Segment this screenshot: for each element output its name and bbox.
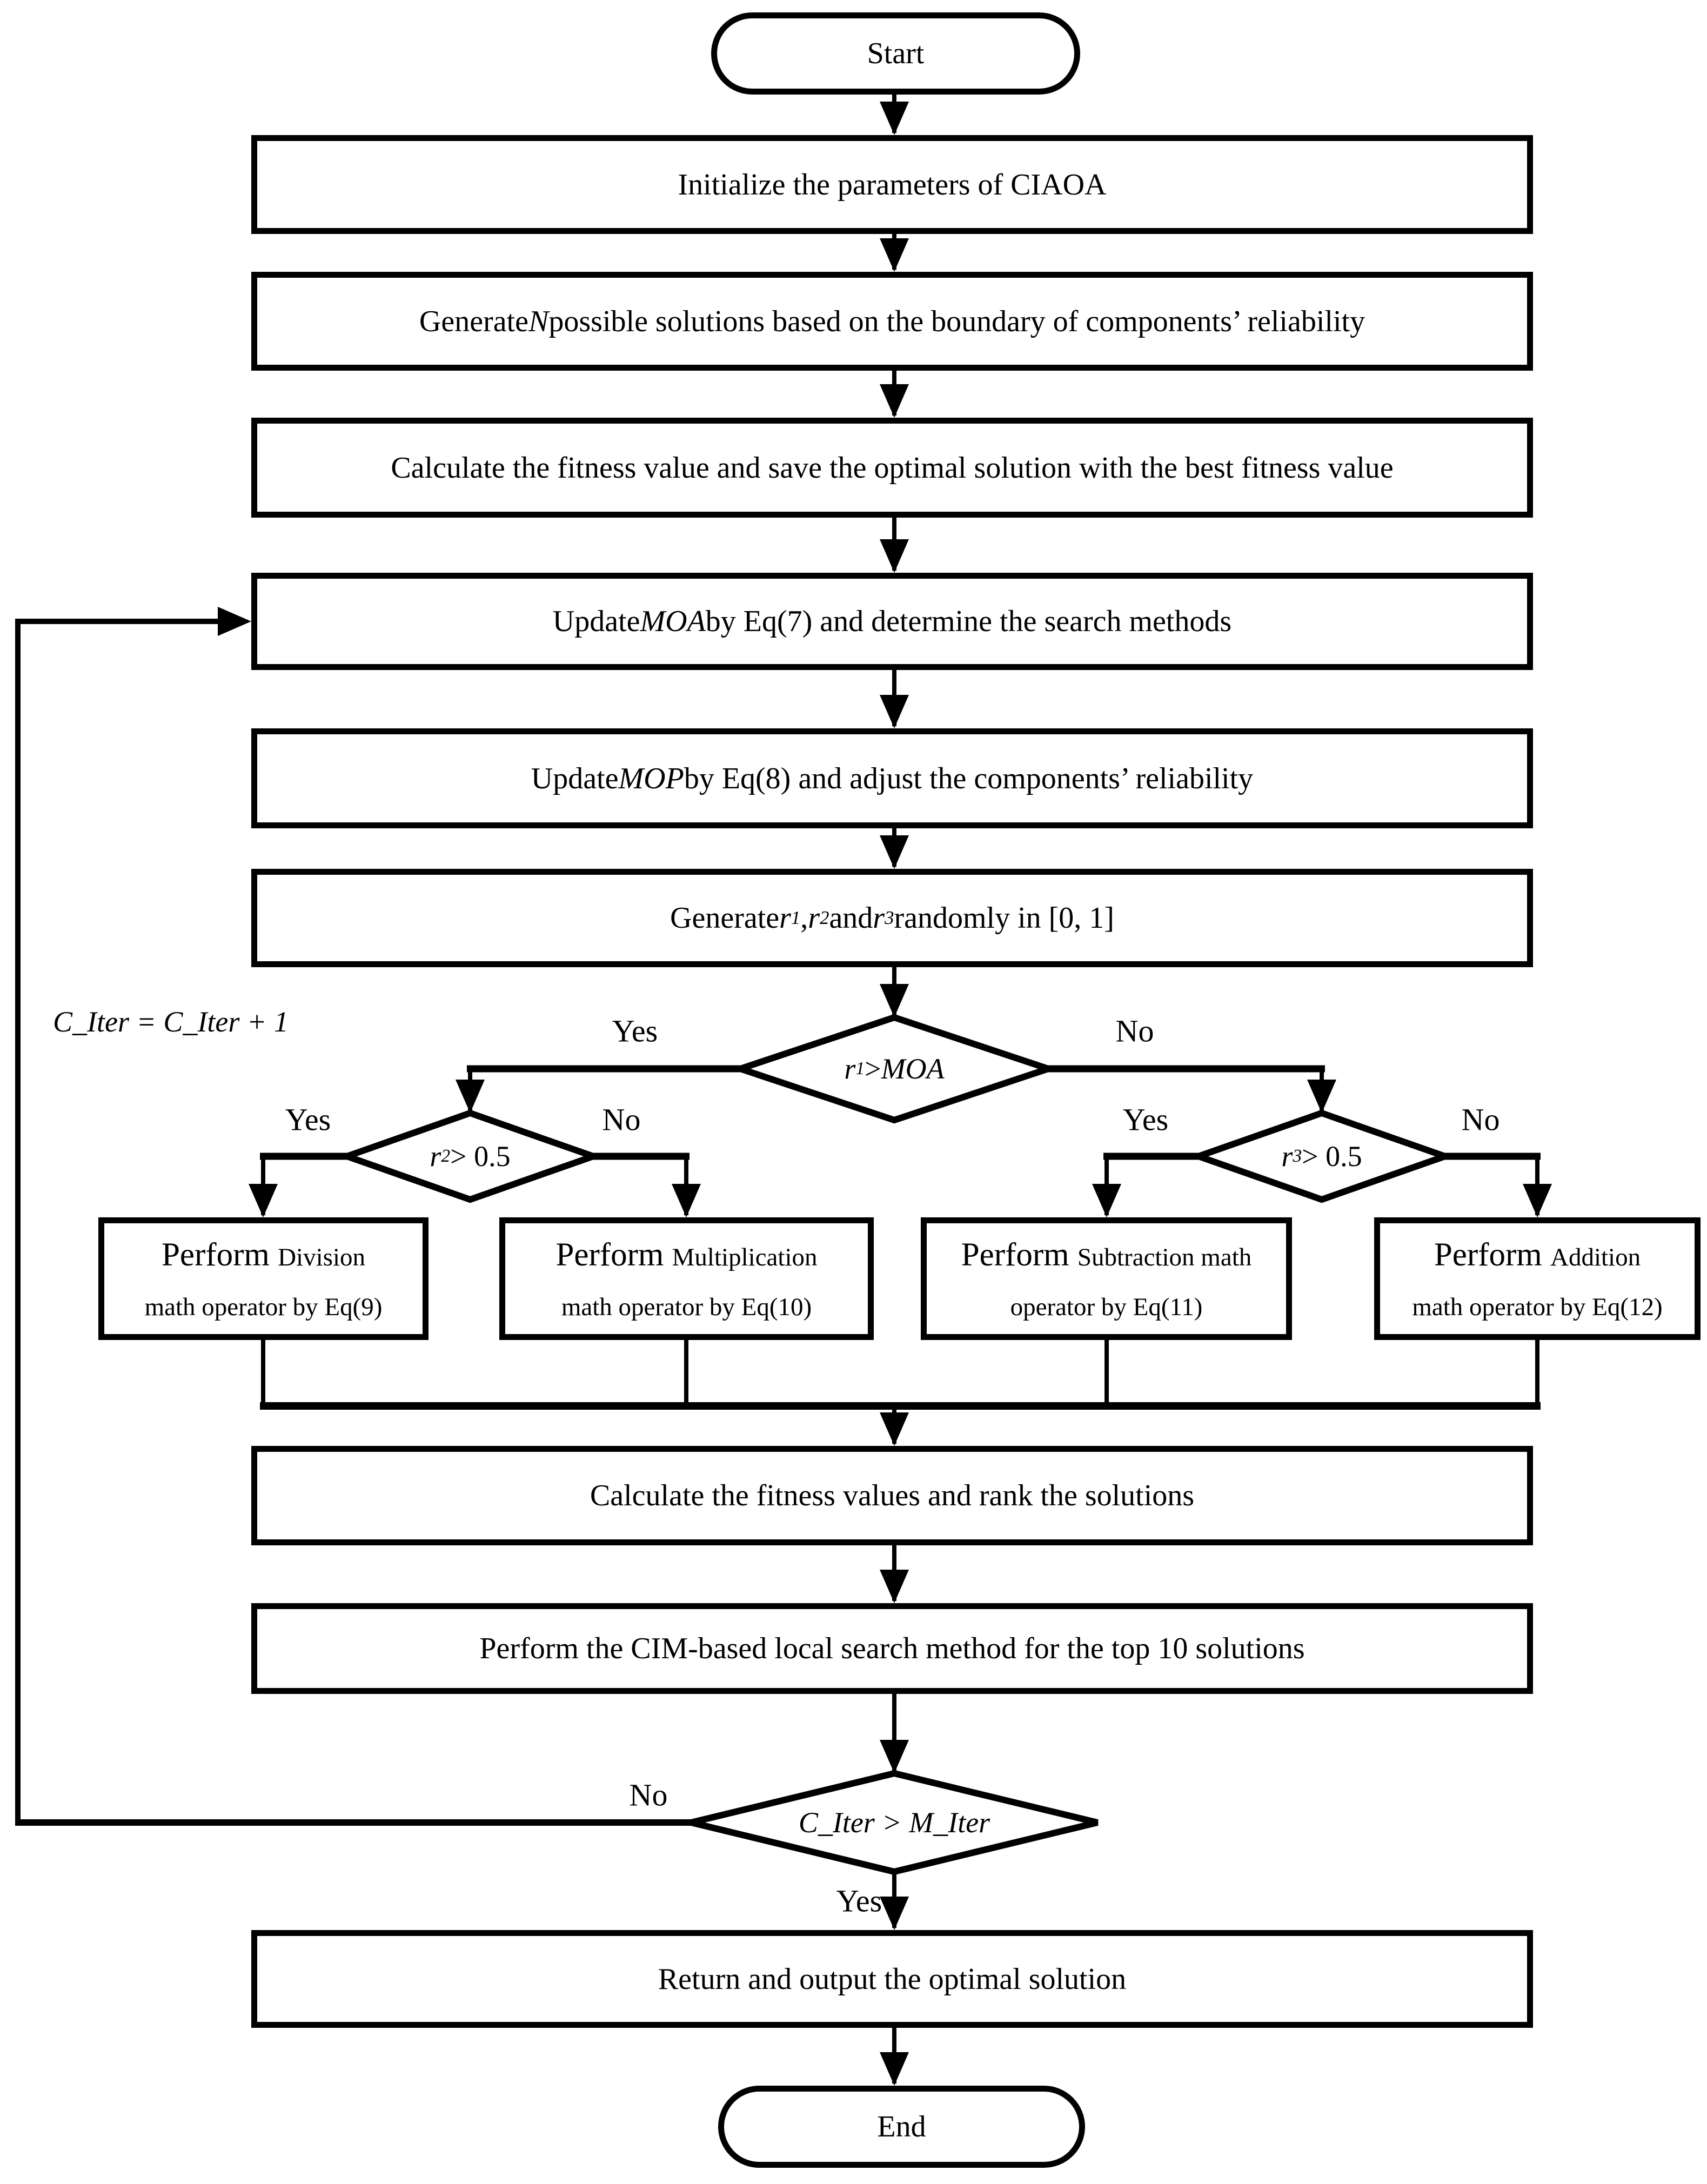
process-update-moa: Update MOA by Eq(7) and determine the se… [251,573,1533,670]
arrowhead [1523,1184,1552,1217]
arrowhead [456,1080,485,1113]
arrowhead [880,835,909,869]
process-calculate-fitness-rank: Calculate the fitness values and rank th… [251,1446,1533,1545]
arrowhead [1092,1184,1121,1217]
arrowhead [880,384,909,418]
arrowhead [880,984,909,1017]
process-perform-division: Perform Division math operator by Eq(9) [98,1217,429,1340]
arrowhead [672,1184,701,1217]
process-perform-addition: Perform Addition math operator by Eq(12) [1374,1217,1701,1340]
perform-multiplication-line1: Perform Multiplication [555,1236,818,1273]
label-r3-yes: Yes [1122,1102,1169,1137]
process-perform-subtraction: Perform Subtraction math operator by Eq(… [921,1217,1292,1340]
perform-subtraction-line1: Perform Subtraction math [961,1236,1252,1273]
arrowhead [880,539,909,573]
perform-subtraction-line2: operator by Eq(11) [1010,1292,1203,1321]
process-perform-multiplication: Perform Multiplication math operator by … [499,1217,874,1340]
arrowhead [1307,1080,1336,1113]
perform-division-line1: Perform Division [161,1236,366,1273]
arrowhead [880,2052,909,2086]
arrowhead [880,1412,909,1446]
arrowhead [880,1570,909,1603]
arrowhead [880,238,909,272]
decision-citer-label: C_Iter > M_Iter [798,1806,990,1839]
process-update-mop: Update MOP by Eq(8) and adjust the compo… [251,728,1533,828]
process-generate-solutions: Generate N possible solutions based on t… [251,272,1533,371]
decision-citer-shape [690,1770,1099,1875]
perform-multiplication-line2: math operator by Eq(10) [561,1292,812,1321]
label-r2-yes: Yes [285,1102,331,1137]
arrowhead [880,1897,909,1930]
perform-division-line2: math operator by Eq(9) [144,1292,383,1321]
process-initialize-parameters: Initialize the parameters of CIAOA [251,135,1533,234]
label-r2-no: No [602,1102,641,1137]
iteration-counter-note: C_Iter = C_Iter + 1 [53,1006,289,1038]
label-r1-yes: Yes [612,1013,658,1049]
label-citer-yes: Yes [836,1883,882,1919]
label-r3-no: No [1461,1102,1500,1137]
process-return-output: Return and output the optimal solution [251,1930,1533,2028]
end-terminator: End [718,2086,1085,2168]
arrowhead [880,1740,909,1773]
process-calculate-fitness-save-optimal: Calculate the fitness value and save the… [251,418,1533,518]
process-cim-local-search: Perform the CIM-based local search metho… [251,1603,1533,1694]
arrowhead-loop-into-updatemoa [218,607,251,636]
arrowhead [880,695,909,728]
perform-addition-line1: Perform Addition [1434,1236,1641,1273]
decision-r3-shape [1188,1109,1455,1203]
arrowhead [880,102,909,135]
label-r1-no: No [1115,1013,1154,1049]
start-terminator: Start [711,12,1080,95]
decision-r2-shape [337,1109,604,1203]
perform-addition-line2: math operator by Eq(12) [1412,1292,1663,1321]
label-citer-no: No [629,1777,668,1813]
arrowhead [249,1184,278,1217]
decision-r1-moa-shape [730,1014,1059,1124]
